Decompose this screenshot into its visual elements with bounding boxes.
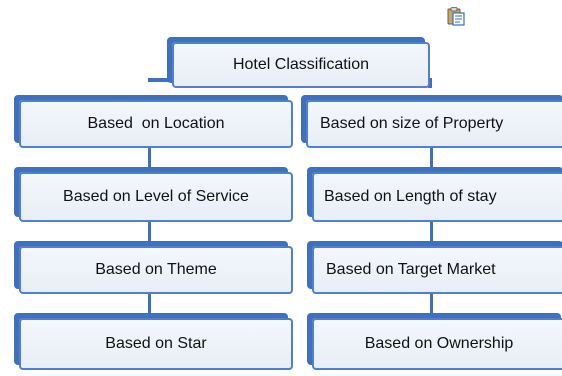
connector-right-2-3 (430, 222, 433, 246)
node-based-on-length-of-stay[interactable]: Based on Length of stay (312, 172, 562, 222)
node-hotel-classification[interactable]: Hotel Classification (172, 42, 430, 88)
node-based-on-target-market[interactable]: Based on Target Market (312, 246, 562, 294)
connector-root-right (428, 78, 432, 88)
node-based-on-star[interactable]: Based on Star (19, 318, 293, 370)
node-based-on-level-of-service[interactable]: Based on Level of Service (19, 172, 293, 222)
connector-root-left (148, 78, 174, 82)
connector-right-3-4 (430, 294, 433, 318)
connector-left-3-4 (148, 294, 151, 318)
connector-right-1-2 (430, 148, 433, 172)
node-based-on-location[interactable]: Based on Location (19, 100, 293, 148)
connector-left-1-2 (148, 148, 151, 172)
connector-left-2-3 (148, 222, 151, 246)
node-based-on-theme[interactable]: Based on Theme (19, 246, 293, 294)
node-based-on-ownership[interactable]: Based on Ownership (312, 318, 562, 370)
clipboard-paste-icon[interactable] (446, 6, 466, 26)
node-based-on-size-of-property[interactable]: Based on size of Property (306, 100, 562, 148)
